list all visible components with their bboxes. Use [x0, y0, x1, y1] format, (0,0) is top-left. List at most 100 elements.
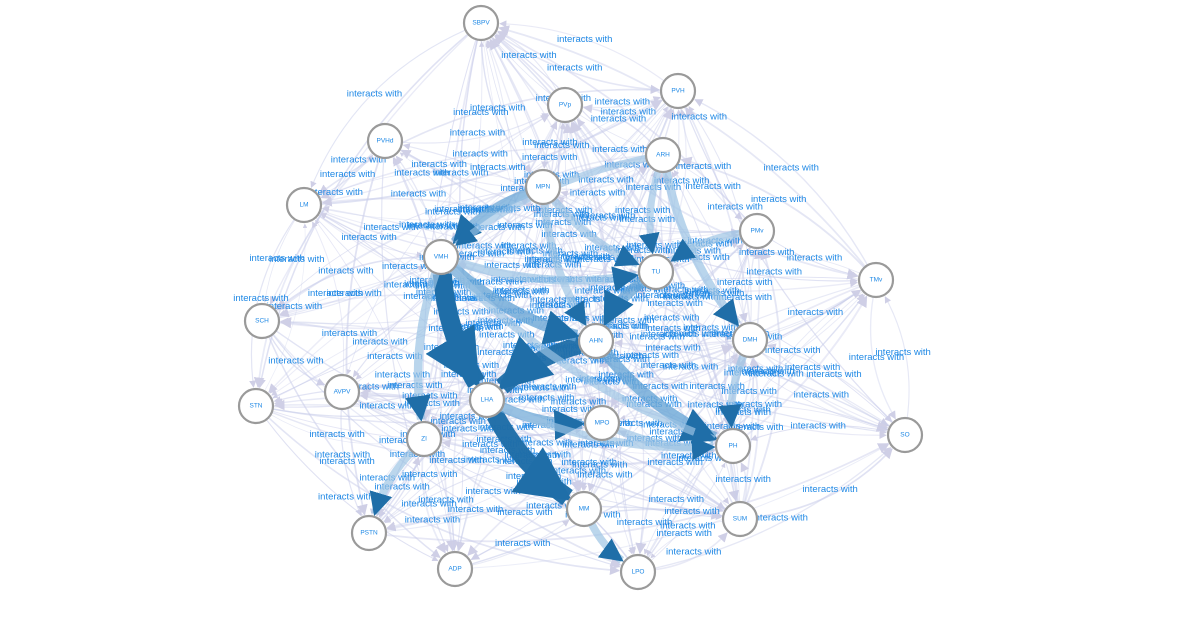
- node-circle[interactable]: [350, 514, 388, 552]
- node-circle[interactable]: [323, 373, 361, 411]
- node-circle[interactable]: [243, 302, 281, 340]
- edge-label: interacts with: [343, 382, 398, 393]
- edge-line: [315, 219, 453, 553]
- node-circle[interactable]: [565, 490, 603, 528]
- node-circle[interactable]: [659, 72, 697, 110]
- edge-line: [480, 39, 532, 174]
- node-mpo[interactable]: MPO: [583, 404, 621, 442]
- edge-label: interacts with: [514, 382, 569, 393]
- edge-line: [497, 30, 747, 220]
- edge-label: interacts with: [674, 252, 729, 263]
- node-circle[interactable]: [577, 322, 615, 360]
- edge-line: [265, 419, 439, 562]
- node-circle[interactable]: [468, 381, 506, 419]
- edge-label: interacts with: [497, 507, 552, 518]
- edge-line: [650, 462, 726, 562]
- node-sbpv[interactable]: SBPV: [462, 4, 500, 42]
- node-circle[interactable]: [721, 500, 759, 538]
- node-circle[interactable]: [405, 420, 443, 458]
- edge-line: [680, 156, 866, 269]
- node-circle[interactable]: [714, 427, 752, 465]
- node-pvh[interactable]: PVH: [659, 72, 697, 110]
- node-circle[interactable]: [462, 4, 500, 42]
- edge-line: [740, 289, 863, 430]
- edge-label: interacts with: [676, 161, 731, 172]
- weighted-edge-VMH-ZI: [405, 271, 440, 422]
- edge-label: interacts with: [405, 515, 460, 526]
- node-dmh[interactable]: DMH: [731, 321, 769, 359]
- edge-label: interacts with: [429, 277, 484, 288]
- edge-line: [688, 106, 752, 324]
- node-circle[interactable]: [436, 550, 474, 588]
- node-pvp[interactable]: PVp: [546, 86, 584, 124]
- edge-label: interacts with: [391, 188, 446, 199]
- edge-line: [318, 88, 662, 195]
- node-circle[interactable]: [738, 212, 776, 250]
- node-circle[interactable]: [637, 253, 675, 291]
- node-circle[interactable]: [857, 261, 895, 299]
- edge-label: interacts with: [543, 248, 598, 259]
- edge-label: interacts with: [635, 290, 690, 301]
- node-sum[interactable]: SUM: [721, 500, 759, 538]
- node-mpn[interactable]: MPN: [524, 168, 562, 206]
- node-avpv[interactable]: AVPV: [323, 373, 361, 411]
- node-arh[interactable]: ARH: [644, 136, 682, 174]
- node-vmh[interactable]: VMH: [422, 238, 460, 276]
- node-pstn[interactable]: PSTN: [350, 514, 388, 552]
- edge-label: interacts with: [565, 294, 620, 305]
- edge-label: interacts with: [739, 366, 794, 377]
- weighted-edges: [369, 154, 748, 564]
- edge-line: [662, 108, 687, 257]
- edge-label: interacts with: [765, 345, 820, 356]
- node-lm[interactable]: LM: [285, 186, 323, 224]
- node-ahn[interactable]: AHN: [577, 322, 615, 360]
- node-circle[interactable]: [546, 86, 584, 124]
- node-circle[interactable]: [644, 136, 682, 174]
- edge-line: [310, 29, 466, 189]
- node-circle[interactable]: [731, 321, 769, 359]
- weighted-edge-VMH-PH: [449, 266, 717, 444]
- edge-line: [279, 230, 741, 316]
- node-so[interactable]: SO: [886, 416, 924, 454]
- node-label: PH: [728, 443, 737, 450]
- edge-label: interacts with: [267, 301, 322, 312]
- node-pvhd[interactable]: PVHd: [366, 122, 404, 160]
- node-lha[interactable]: LHA: [468, 381, 506, 419]
- node-circle[interactable]: [285, 186, 323, 224]
- edge-label: interacts with: [507, 245, 562, 256]
- edge-line: [249, 218, 295, 388]
- node-ph[interactable]: PH: [714, 427, 752, 465]
- edge-line: [263, 219, 296, 303]
- edge-line: [319, 210, 638, 277]
- edge-line: [340, 408, 362, 517]
- node-adp[interactable]: ADP: [436, 550, 474, 588]
- edge-label: interacts with: [666, 547, 721, 558]
- node-circle[interactable]: [366, 122, 404, 160]
- node-mm[interactable]: MM: [565, 490, 603, 528]
- node-circle[interactable]: [422, 238, 460, 276]
- node-stn[interactable]: STN: [237, 387, 275, 425]
- edge-line: [679, 107, 743, 220]
- edge-line: [666, 286, 740, 503]
- node-tu[interactable]: TU: [637, 253, 675, 291]
- node-pmv[interactable]: PMv: [738, 212, 776, 250]
- node-circle[interactable]: [886, 416, 924, 454]
- edge-label: interacts with: [433, 167, 488, 178]
- node-zi[interactable]: ZI: [405, 420, 443, 458]
- node-lpo[interactable]: LPO: [619, 553, 657, 591]
- edge-label: interacts with: [571, 213, 626, 224]
- weighted-edge-MPN-TU: [550, 197, 640, 268]
- edge-label: interacts with: [268, 355, 323, 366]
- weighted-edge-ARH-TU: [638, 170, 662, 255]
- node-tmv[interactable]: TMv: [857, 261, 895, 299]
- edge-label: interacts with: [425, 206, 480, 217]
- node-label: SBPV: [472, 20, 490, 27]
- node-circle[interactable]: [524, 168, 562, 206]
- edge-label: interacts with: [318, 491, 373, 502]
- weighted-edge-AHN-LHA: [496, 335, 582, 394]
- node-circle[interactable]: [583, 404, 621, 442]
- node-circle[interactable]: [237, 387, 275, 425]
- edge-label: interacts with: [716, 474, 771, 485]
- node-circle[interactable]: [619, 553, 657, 591]
- node-sch[interactable]: SCH: [243, 302, 281, 340]
